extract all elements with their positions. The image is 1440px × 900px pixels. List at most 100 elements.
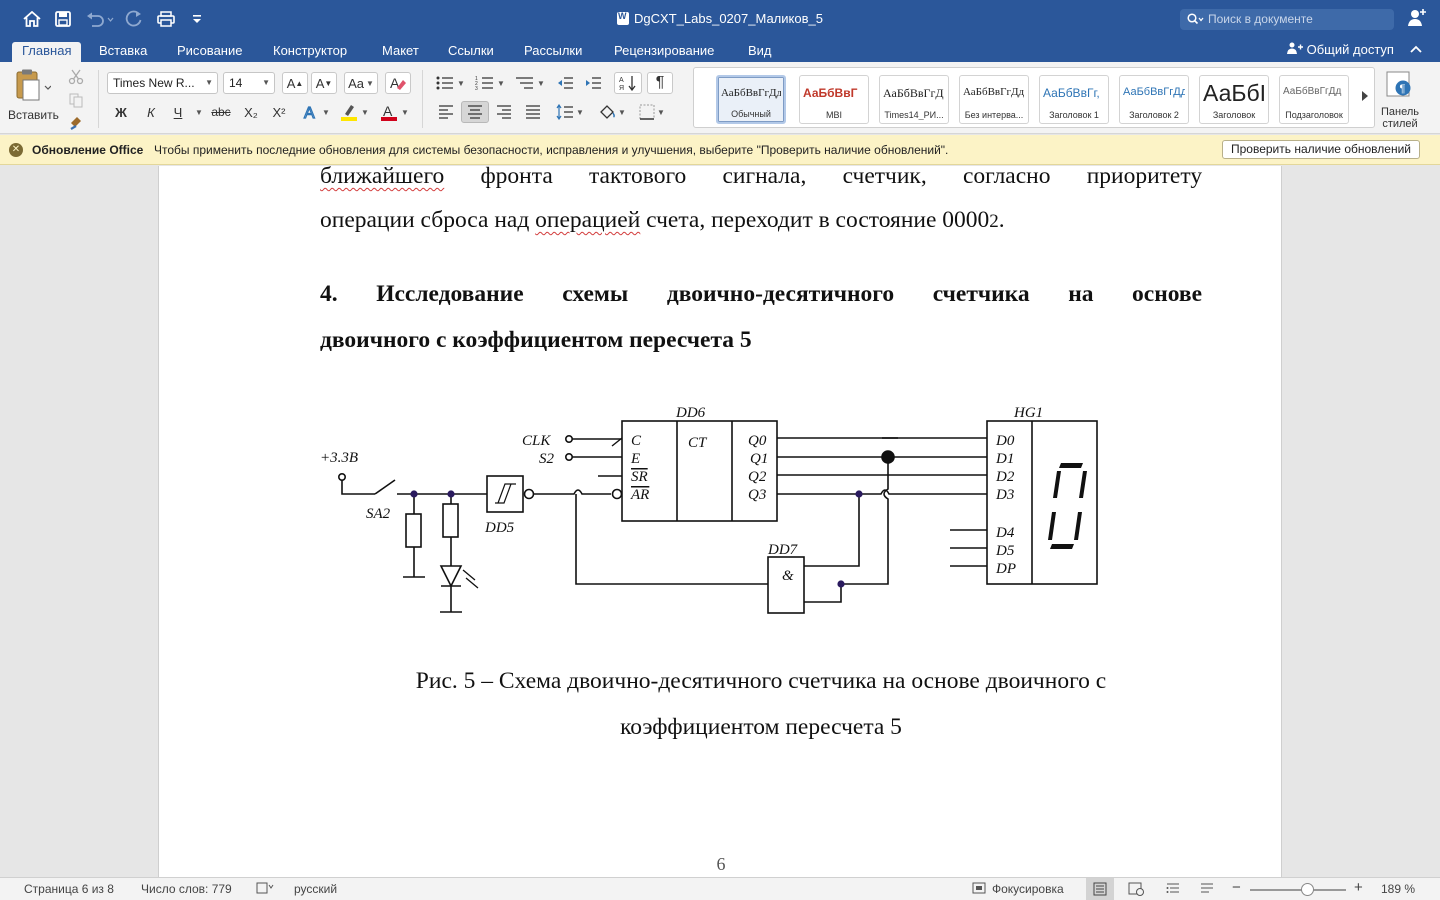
search-icon <box>1187 13 1205 28</box>
copy-icon[interactable] <box>66 89 86 111</box>
cut-icon[interactable] <box>66 66 86 88</box>
document-title-text: DgCXT_Labs_0207_Маликов_5 <box>634 11 823 26</box>
increase-indent-icon[interactable] <box>580 72 606 94</box>
share-button[interactable]: Общий доступ <box>1287 41 1394 59</box>
font-name-select[interactable]: Times New R...▼ <box>107 72 218 94</box>
change-case-button[interactable]: Aa▼ <box>344 72 378 94</box>
search-input[interactable]: Поиск в документе <box>1180 9 1394 30</box>
subscript-button[interactable]: X₂ <box>244 104 258 120</box>
superscript-button[interactable]: X² <box>272 104 286 120</box>
grow-font-button[interactable]: A▲ <box>282 72 308 94</box>
styles-pane-button[interactable]: ¶ Панель стилей <box>1377 68 1421 130</box>
customize-icon[interactable] <box>186 8 208 30</box>
line-spacing-button[interactable]: ▼ <box>552 101 588 123</box>
decrease-indent-icon[interactable] <box>552 72 578 94</box>
shrink-font-button[interactable]: A▼ <box>311 72 337 94</box>
web-layout-icon[interactable] <box>1128 882 1144 899</box>
profile-icon[interactable] <box>1407 8 1429 30</box>
format-painter-icon[interactable] <box>66 111 86 133</box>
language-indicator[interactable]: русский <box>294 882 338 896</box>
zoom-slider[interactable] <box>1250 889 1346 891</box>
text-run: . <box>998 207 1005 233</box>
font-size-select[interactable]: 14▼ <box>223 72 275 94</box>
word: Исследование <box>376 281 524 307</box>
redo-icon[interactable] <box>123 8 145 30</box>
align-left-icon[interactable] <box>433 101 459 123</box>
status-bar: Страница 6 из 8 Число слов: 779 русский … <box>0 877 1440 900</box>
bold-button[interactable]: Ж <box>115 104 127 120</box>
collapse-ribbon-icon[interactable] <box>1410 44 1422 58</box>
font-color-button[interactable]: A▼ <box>376 101 412 123</box>
align-center-icon[interactable] <box>461 101 489 123</box>
page-count[interactable]: Страница 6 из 8 <box>24 882 114 896</box>
borders-button[interactable]: ▼ <box>634 101 670 123</box>
tab-insert[interactable]: Вставка <box>99 43 148 58</box>
tab-draw[interactable]: Рисование <box>177 43 243 58</box>
focus-mode-label[interactable]: Фокусировка <box>992 882 1064 896</box>
label-d4: D4 <box>995 525 1015 541</box>
save-icon[interactable] <box>52 8 74 30</box>
zoom-out-icon[interactable]: − <box>1232 879 1241 896</box>
tab-home[interactable]: Главная <box>12 42 82 62</box>
share-person-icon <box>1287 42 1303 54</box>
svg-text:1: 1 <box>475 76 478 82</box>
shading-button[interactable]: ▼ <box>594 101 630 123</box>
undo-icon[interactable] <box>84 8 116 30</box>
check-updates-button[interactable]: Проверить наличие обновлений <box>1222 140 1420 159</box>
focus-mode-icon[interactable] <box>972 881 986 898</box>
multilevel-list-button[interactable]: ▼ <box>511 72 549 94</box>
highlight-button[interactable]: ▼ <box>336 101 372 123</box>
print-icon[interactable] <box>155 8 177 30</box>
text-effects-button[interactable]: A▼ <box>299 101 333 123</box>
outline-view-icon[interactable] <box>1166 882 1180 899</box>
word-document-icon <box>617 11 630 25</box>
proofing-icon[interactable] <box>256 881 274 898</box>
paste-button[interactable]: Вставить <box>6 66 59 122</box>
tab-references[interactable]: Ссылки <box>448 43 494 58</box>
align-right-icon[interactable] <box>491 101 517 123</box>
word: ближайшего <box>320 166 445 189</box>
style-sample: АаБбВвГгДд <box>1283 86 1342 97</box>
italic-button[interactable]: К <box>147 104 155 120</box>
word-count[interactable]: Число слов: 779 <box>141 882 232 896</box>
tab-layout[interactable]: Макет <box>382 43 419 58</box>
tab-mailings[interactable]: Рассылки <box>524 43 583 58</box>
zoom-level[interactable]: 189 % <box>1381 882 1416 896</box>
draft-view-icon[interactable] <box>1200 882 1214 899</box>
underline-dropdown[interactable]: ▼ <box>191 101 205 123</box>
style-name: Заголовок <box>1212 110 1256 120</box>
search-placeholder: Поиск в документе <box>1208 12 1313 26</box>
bullets-button[interactable]: ▼ <box>431 72 469 94</box>
gallery-next-icon[interactable] <box>1361 90 1369 105</box>
show-formatting-icon[interactable]: ¶ <box>647 72 673 94</box>
tab-view[interactable]: Вид <box>748 43 772 58</box>
chevron-down-icon: ▼ <box>205 78 213 87</box>
style-heading-1[interactable]: АаБбВвГг,Заголовок 1 <box>1039 75 1109 124</box>
section-heading: 4. Исследование схемы двоично-десятичног… <box>320 281 1202 308</box>
share-label: Общий доступ <box>1306 42 1394 57</box>
close-notice-icon[interactable]: ✕ <box>9 143 23 157</box>
strikethrough-button[interactable]: abc <box>211 105 231 119</box>
clear-formatting-icon[interactable]: A <box>385 72 411 94</box>
underline-button[interactable]: Ч <box>173 104 183 120</box>
tab-review[interactable]: Рецензирование <box>614 43 715 58</box>
print-layout-icon[interactable] <box>1086 878 1114 900</box>
home-icon[interactable] <box>21 8 43 30</box>
zoom-in-icon[interactable]: + <box>1354 879 1363 896</box>
zoom-slider-thumb[interactable] <box>1301 883 1314 896</box>
justify-icon[interactable] <box>520 101 546 123</box>
style-name: MBI <box>825 110 842 120</box>
tab-design[interactable]: Конструктор <box>273 43 348 58</box>
chevron-down-icon: ▼ <box>322 107 330 117</box>
style-sample: АаБбВвГгДд <box>1123 86 1185 98</box>
document-page[interactable]: ближайшего фронта тактового сигнала, сче… <box>158 166 1282 877</box>
